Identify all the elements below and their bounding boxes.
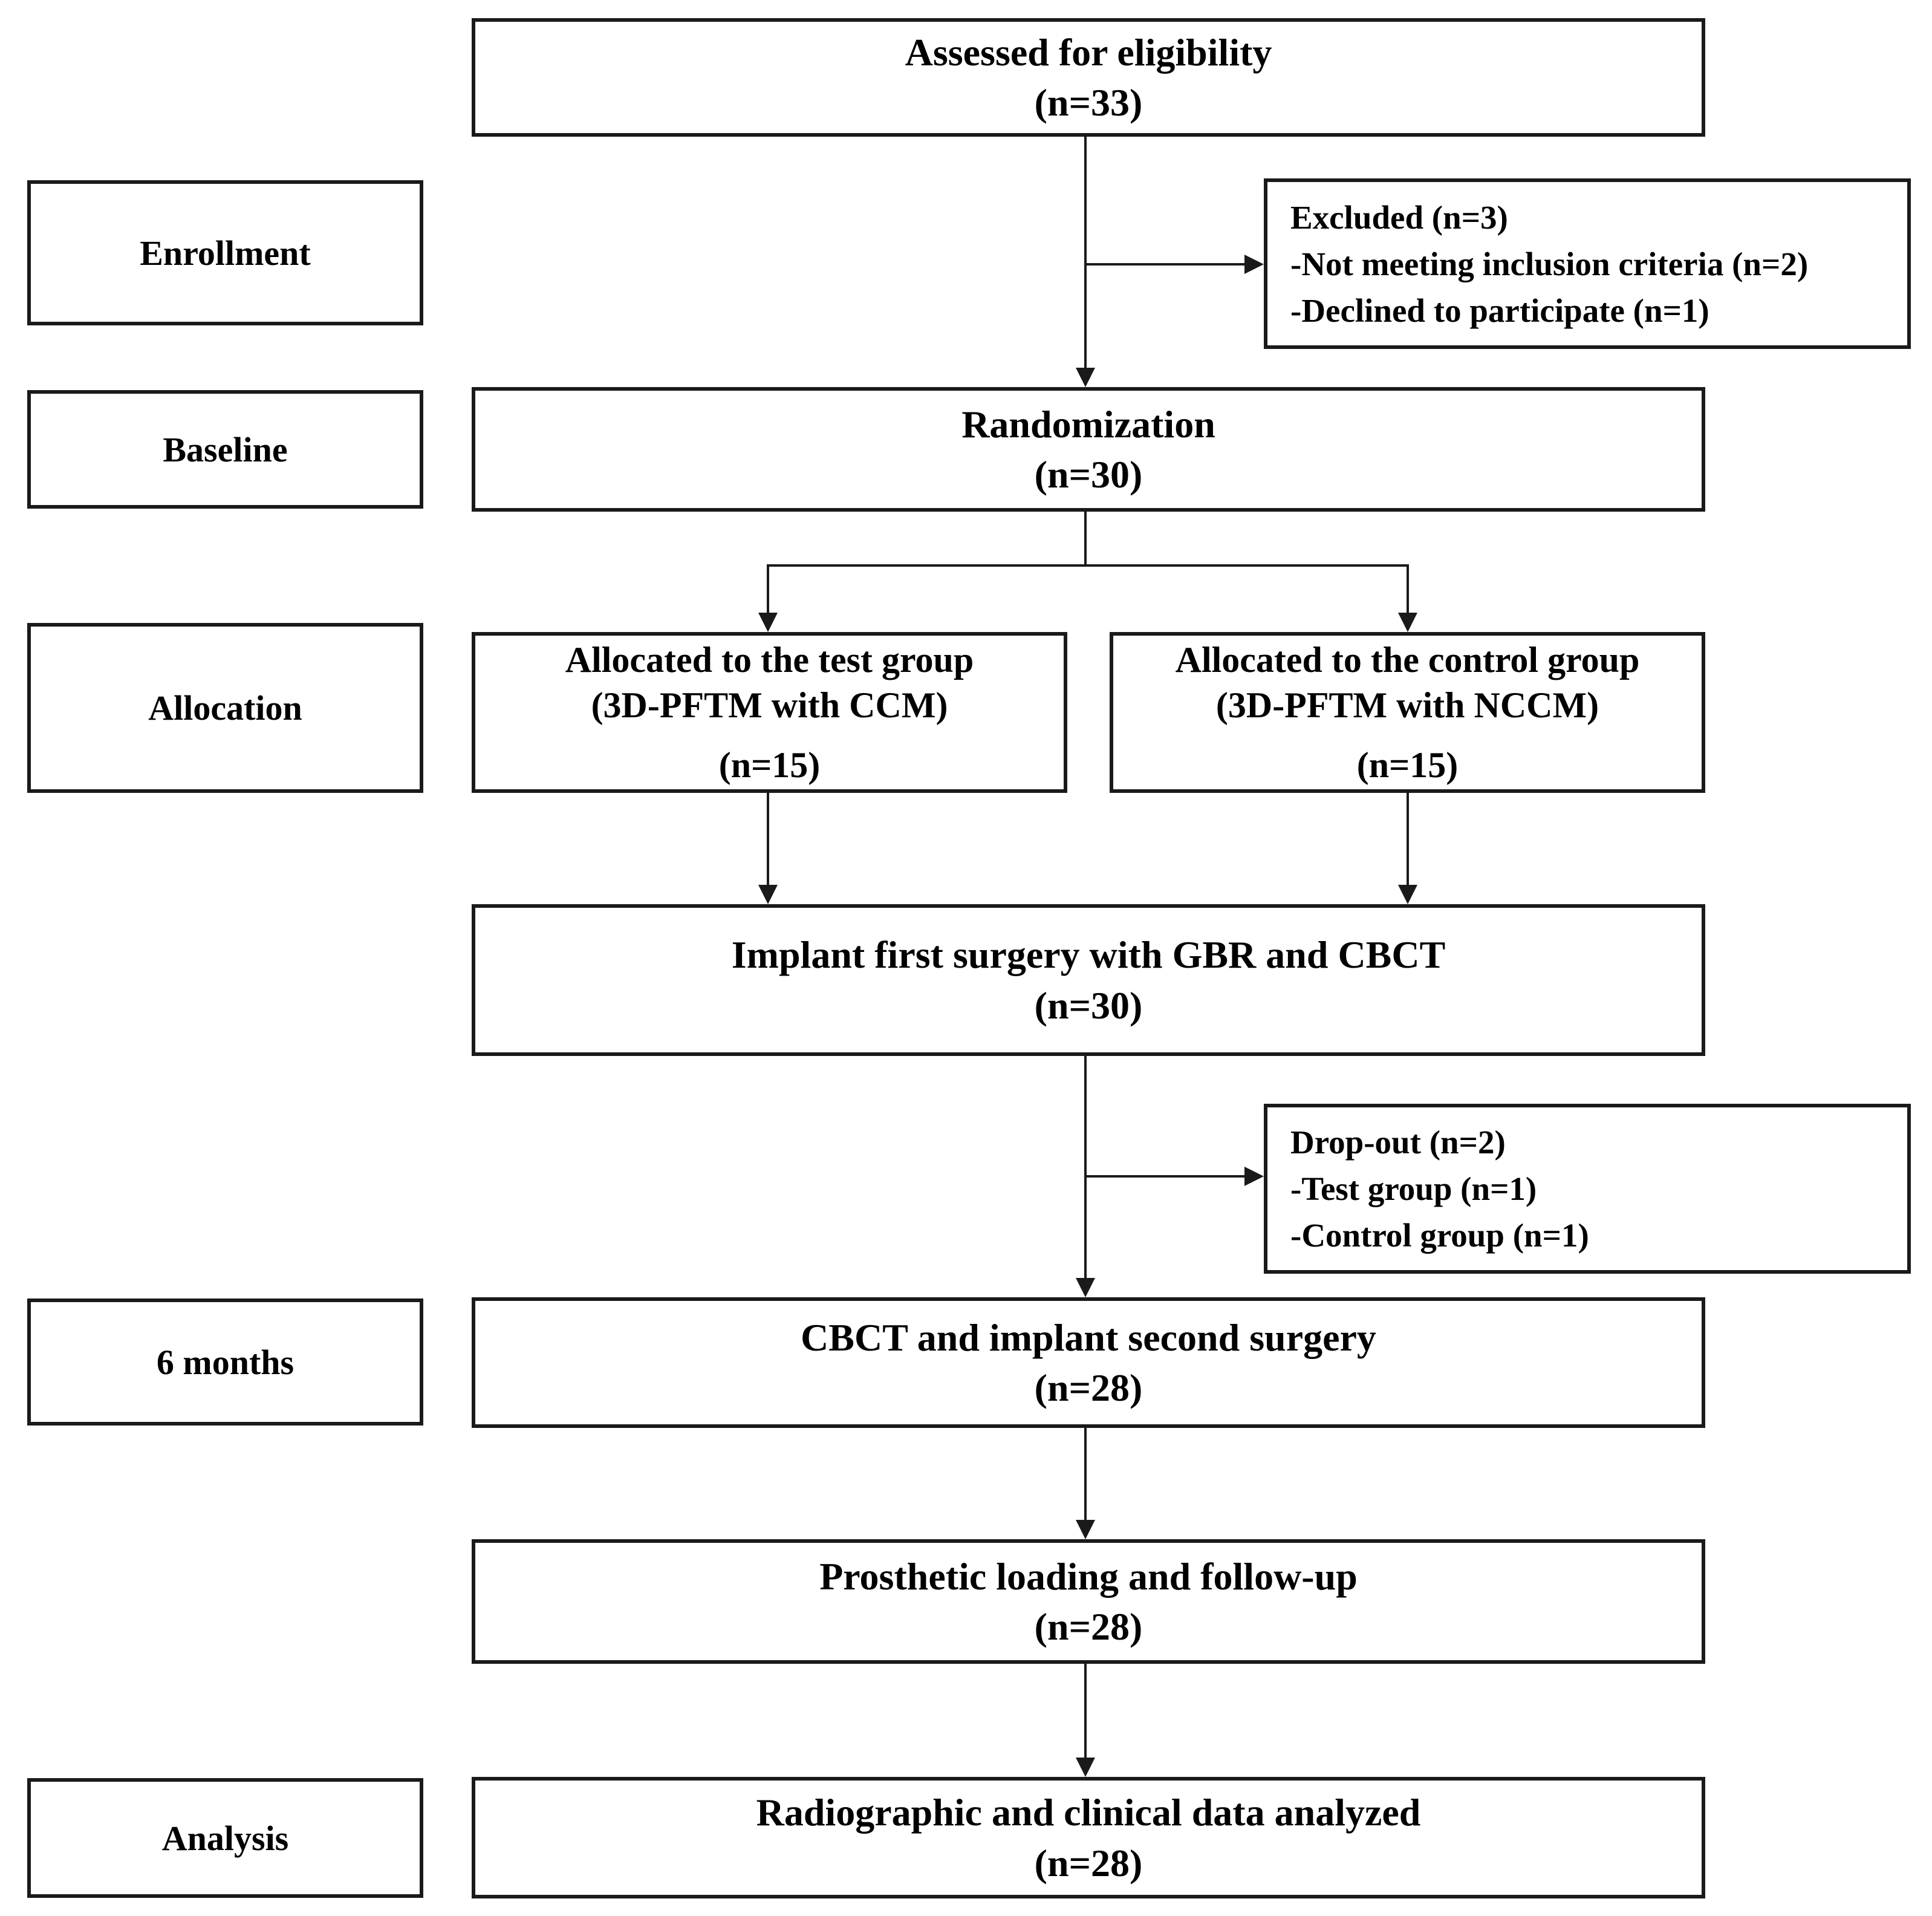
implant-second-surgery-box: CBCT and implant second surgery (n=28) [472,1297,1705,1428]
dropout-detail-1: -Test group (n=1) [1290,1170,1537,1207]
box-title: Prosthetic loading and follow-up [819,1554,1358,1598]
box-title: Drop-out (n=2) [1290,1124,1506,1161]
box-count: (n=30) [1034,453,1143,496]
stage-label-enrollment: Enrollment [27,180,423,325]
connector-branch-to-excluded [1085,263,1244,266]
connector-randomization-stem [1084,512,1087,567]
arrowhead-down-icon [1076,1520,1095,1539]
connector-control-to-first-surgery [1407,793,1409,885]
stage-label-baseline: Baseline [27,390,423,509]
connector-test-to-first-surgery [767,793,769,885]
box-count: (n=28) [1034,1605,1143,1648]
exclusion-reason-1: -Not meeting inclusion criteria (n=2) [1290,245,1809,282]
arrowhead-right-icon [1244,1167,1264,1186]
connector-to-test-group [767,564,769,613]
dropout-box: Drop-out (n=2) -Test group (n=1) -Contro… [1264,1104,1911,1274]
connector-first-to-second-surgery [1084,1056,1087,1278]
box-count: (n=30) [1034,983,1143,1027]
box-subtitle: (3D-PFTM with CCM) [591,685,948,725]
stage-label-text: Baseline [163,429,288,469]
arrowhead-down-icon [1076,1758,1095,1777]
dropout-detail-2: -Control group (n=1) [1290,1217,1589,1254]
stage-label-six-months: 6 months [27,1299,423,1426]
arrowhead-down-icon [758,613,778,632]
arrowhead-down-icon [758,885,778,904]
box-title: Randomization [961,402,1215,446]
connector-second-surgery-to-prosthetic [1084,1428,1087,1520]
connector-assessed-to-randomization [1084,137,1087,368]
arrowhead-down-icon [1076,368,1095,387]
box-count: (n=15) [718,745,821,785]
assessed-for-eligibility-box: Assessed for eligibility (n=33) [472,18,1705,137]
control-group-allocation-box: Allocated to the control group (3D-PFTM … [1110,632,1705,793]
connector-prosthetic-to-analysis [1084,1664,1087,1758]
connector-to-control-group [1407,564,1409,613]
arrowhead-down-icon [1398,613,1417,632]
box-title: Assessed for eligibility [905,30,1272,74]
arrowhead-right-icon [1244,255,1264,274]
box-count: (n=28) [1034,1366,1143,1409]
box-title: Allocated to the control group [1175,639,1640,680]
excluded-box: Excluded (n=3) -Not meeting inclusion cr… [1264,178,1911,349]
box-subtitle: (3D-PFTM with NCCM) [1215,685,1599,725]
box-title: Excluded (n=3) [1290,198,1508,236]
box-count: (n=28) [1034,1841,1143,1885]
box-title: Implant first surgery with GBR and CBCT [731,933,1446,977]
stage-label-analysis: Analysis [27,1778,423,1898]
exclusion-reason-2: -Declined to participate (n=1) [1290,292,1709,329]
randomization-box: Randomization (n=30) [472,387,1705,512]
connector-branch-to-dropout [1085,1175,1244,1178]
connector-split-bar [767,564,1409,567]
arrowhead-down-icon [1398,885,1417,904]
box-count: (n=15) [1356,745,1459,785]
prosthetic-loading-box: Prosthetic loading and follow-up (n=28) [472,1539,1705,1664]
stage-label-text: Enrollment [140,233,311,273]
stage-label-text: 6 months [156,1342,294,1382]
box-title: CBCT and implant second surgery [801,1315,1376,1359]
data-analyzed-box: Radiographic and clinical data analyzed … [472,1777,1705,1898]
arrowhead-down-icon [1076,1278,1095,1297]
box-count: (n=33) [1034,81,1143,124]
stage-label-text: Analysis [161,1818,289,1858]
stage-label-allocation: Allocation [27,623,423,793]
box-title: Radiographic and clinical data analyzed [756,1791,1421,1834]
stage-label-text: Allocation [148,688,302,728]
test-group-allocation-box: Allocated to the test group (3D-PFTM wit… [472,632,1067,793]
box-title: Allocated to the test group [565,639,974,680]
implant-first-surgery-box: Implant first surgery with GBR and CBCT … [472,904,1705,1056]
